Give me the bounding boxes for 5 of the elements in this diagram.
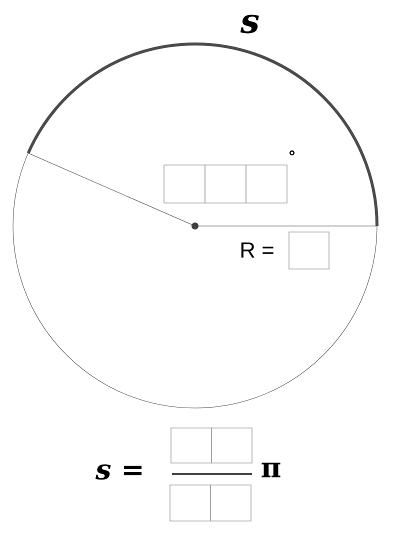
arc-label: s xyxy=(240,14,259,34)
formula-label: s = xyxy=(96,464,142,480)
radius-label: R = xyxy=(241,242,274,258)
formula-label: π xyxy=(262,462,280,478)
degree-sign: ° xyxy=(290,150,294,156)
